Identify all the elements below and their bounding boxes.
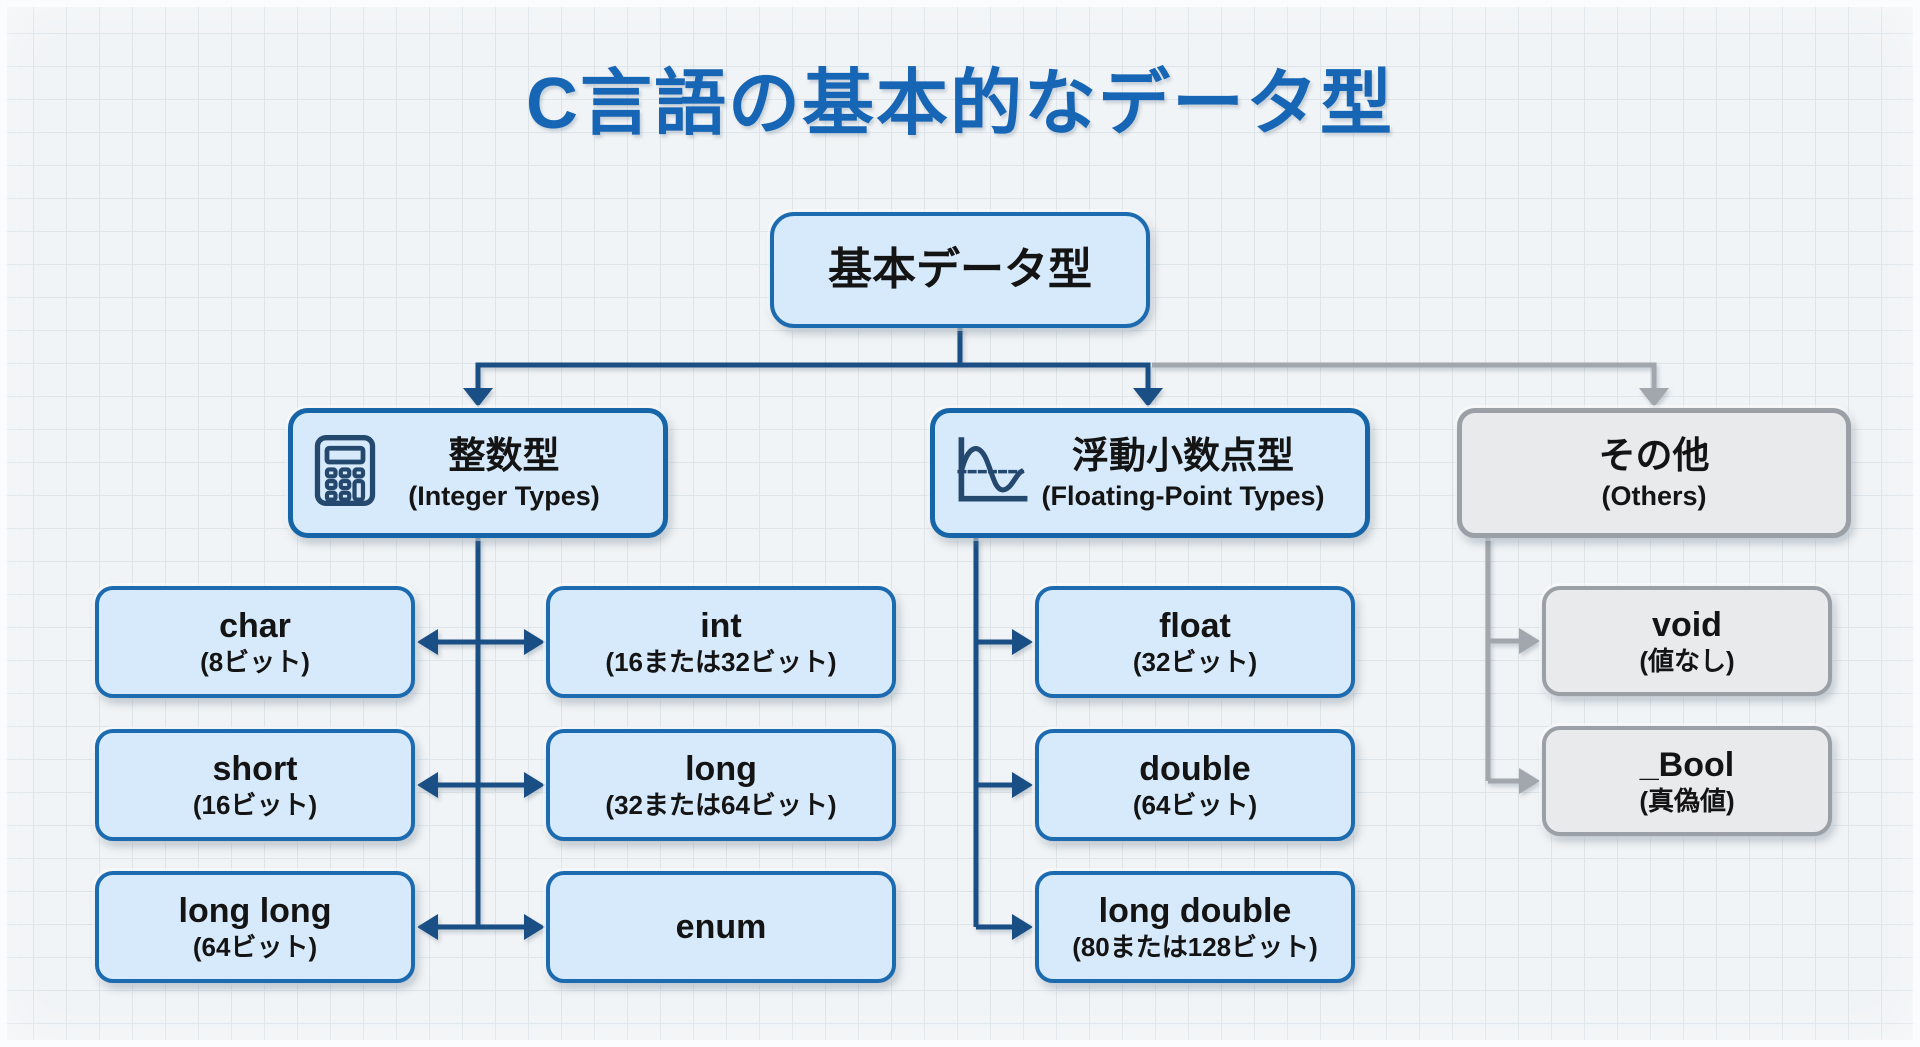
calculator-icon [313, 435, 377, 512]
node-integer-category: 整数型 (Integer Types) [288, 408, 668, 538]
node-char: char (8ビット) [95, 586, 415, 698]
floating-arrowheads [1012, 629, 1033, 940]
void-label: void [1652, 605, 1722, 644]
others-category-label: その他 [1598, 435, 1710, 477]
bool-detail: (真偽値) [1639, 785, 1735, 816]
long-long-detail: (64ビット) [192, 931, 318, 962]
node-floating-category: 浮動小数点型 (Floating-Point Types) [930, 408, 1370, 538]
bool-label: _Bool [1639, 745, 1735, 784]
node-short: short (16ビット) [95, 729, 415, 841]
arrow-down-others [1639, 388, 1669, 407]
node-void: void (値なし) [1542, 586, 1832, 696]
connector-floating-trunk [973, 538, 1014, 930]
integer-category-sublabel: (Integer Types) [408, 480, 600, 511]
char-detail: (8ビット) [200, 646, 310, 677]
integer-arrowheads [417, 629, 545, 940]
connector-others-branch [1152, 362, 1657, 392]
node-float: float (32ビット) [1035, 586, 1355, 698]
node-bool: _Bool (真偽値) [1542, 726, 1832, 836]
others-category-sublabel: (Others) [1601, 480, 1707, 511]
connector-others-trunk [1485, 538, 1521, 784]
long-label: long [685, 749, 757, 788]
page-title: C言語の基本的なデータ型 [526, 64, 1394, 144]
char-label: char [219, 606, 291, 645]
arrow-down-floating [1133, 388, 1163, 407]
integer-category-label: 整数型 [448, 435, 560, 477]
floating-category-sublabel: (Floating-Point Types) [1041, 480, 1325, 511]
void-detail: (値なし) [1639, 645, 1735, 676]
connector-root-branches [475, 326, 1151, 392]
long-long-label: long long [178, 891, 332, 930]
int-label: int [700, 606, 742, 645]
node-root: 基本データ型 [770, 212, 1150, 328]
short-label: short [212, 749, 298, 788]
float-label: float [1159, 606, 1231, 645]
long-double-detail: (80または128ビット) [1072, 931, 1318, 962]
float-detail: (32ビット) [1132, 646, 1258, 677]
node-long-double: long double (80または128ビット) [1035, 871, 1355, 983]
node-int: int (16または32ビット) [546, 586, 896, 698]
connector-integer-trunk [437, 538, 525, 930]
node-double: double (64ビット) [1035, 729, 1355, 841]
double-detail: (64ビット) [1132, 789, 1258, 820]
node-enum: enum [546, 871, 896, 983]
node-long-long: long long (64ビット) [95, 871, 415, 983]
long-double-label: long double [1098, 891, 1292, 930]
others-arrowheads [1519, 628, 1540, 794]
int-detail: (16または32ビット) [605, 646, 837, 677]
node-long: long (32または64ビット) [546, 729, 896, 841]
long-detail: (32または64ビット) [605, 789, 837, 820]
root-label: 基本データ型 [828, 245, 1092, 295]
double-label: double [1139, 749, 1251, 788]
node-others-category: その他 (Others) [1457, 408, 1851, 538]
waveform-icon [951, 436, 1035, 511]
floating-category-label: 浮動小数点型 [1071, 435, 1294, 477]
arrow-down-integer [463, 388, 493, 407]
short-detail: (16ビット) [192, 789, 318, 820]
enum-label: enum [675, 907, 767, 946]
